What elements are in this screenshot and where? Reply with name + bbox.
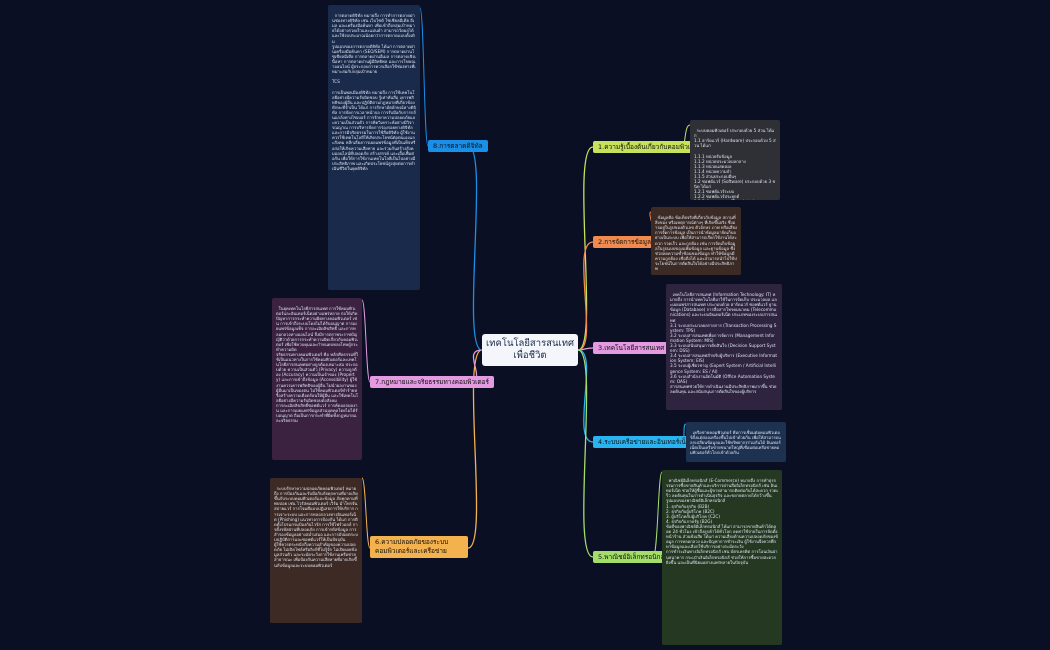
topic-information-technology[interactable]: 3.เทคโนโลยีสารสนเทศ <box>593 342 670 354</box>
link-n7 <box>361 299 371 383</box>
note-digital-marketing: การตลาดดิจิทัล หมายถึง การทำการตลาดผ่านช… <box>328 5 420 290</box>
note-text: ระบบคอมพิวเตอร์ ประกอบด้วย 5 ส่วน ได้แก่… <box>694 128 776 200</box>
note-data-management: ข้อมูลคือ ข้อเท็จจริงที่เกี่ยวกับข้อมูล … <box>651 207 741 275</box>
topic-label: 7.กฎหมายและจริยธรรมทางคอมพิวเตอร์ <box>375 378 489 386</box>
link-t2 <box>577 241 594 351</box>
central-topic[interactable]: เทคโนโลยีสารสนเทศเพื่อชีวิต <box>482 334 578 366</box>
topic-label: 8.การตลาดดิจิทัล <box>433 142 483 150</box>
topic-data-management[interactable]: 2.การจัดการข้อมูล <box>593 236 656 248</box>
note-text: ข้อมูลคือ ข้อเท็จจริงที่เกี่ยวกับข้อมูล … <box>655 215 739 272</box>
topic-label: 3.เทคโนโลยีสารสนเทศ <box>598 344 665 352</box>
note-text: การตลาดดิจิทัล หมายถึง การทำการตลาดผ่านช… <box>332 13 416 171</box>
topic-label: 2.การจัดการข้อมูล <box>598 238 651 246</box>
topic-label: 4.ระบบเครือข่ายและอินเทอร์เน็ต <box>598 438 691 446</box>
link-n8 <box>419 7 429 147</box>
note-information-technology: เทคโนโลยีสารสนเทศ (Information Technolog… <box>666 284 782 410</box>
note-text: ในยุคเทคโนโลยีสารสนเทศ การใช้คอมพิวเตอร์… <box>276 306 358 424</box>
link-n5 <box>652 471 663 558</box>
link-t1 <box>577 146 594 351</box>
topic-network-internet[interactable]: 4.ระบบเครือข่ายและอินเทอร์เน็ต <box>593 436 696 448</box>
note-text: เทคโนโลยีสารสนเทศ (Information Technolog… <box>670 292 778 394</box>
topic-computer-basics[interactable]: 1.ความรู้เบื้องต้นเกี่ยวกับคอมพิวเตอร์ <box>593 141 707 153</box>
note-computer-security: ระบบรักษาความปลอดภัยคอมพิวเตอร์ หมายถึง … <box>270 478 362 623</box>
central-topic-title: เทคโนโลยีสารสนเทศเพื่อชีวิต <box>485 338 575 361</box>
topic-label: 5.พาณิชย์อิเล็กทรอนิกส์ <box>598 553 665 561</box>
topic-computer-security[interactable]: 6.ความปลอดภัยของระบบคอมพิวเตอร์และเครือข… <box>370 536 468 558</box>
topic-e-commerce[interactable]: 5.พาณิชย์อิเล็กทรอนิกส์ <box>593 551 670 563</box>
note-law-ethics: ในยุคเทคโนโลยีสารสนเทศ การใช้คอมพิวเตอร์… <box>272 298 362 460</box>
note-text: เครือข่ายคอมพิวเตอร์ คือการเชื่อมต่อคอมพ… <box>690 430 781 456</box>
topic-law-ethics[interactable]: 7.กฎหมายและจริยธรรมทางคอมพิวเตอร์ <box>370 376 494 388</box>
topic-label: 1.ความรู้เบื้องต้นเกี่ยวกับคอมพิวเตอร์ <box>598 143 702 151</box>
note-computer-basics: ระบบคอมพิวเตอร์ ประกอบด้วย 5 ส่วน ได้แก่… <box>690 120 780 200</box>
link-t4 <box>577 349 594 443</box>
note-text: พาณิชย์อิเล็กทรอนิกส์ (E-Commerce) หมายถ… <box>666 478 778 565</box>
link-n6 <box>361 477 371 549</box>
note-e-commerce: พาณิชย์อิเล็กทรอนิกส์ (E-Commerce) หมายถ… <box>662 470 782 645</box>
note-network-internet: เครือข่ายคอมพิวเตอร์ คือการเชื่อมต่อคอมพ… <box>686 422 786 462</box>
link-t8 <box>467 145 483 351</box>
link-t5 <box>577 349 594 558</box>
topic-digital-marketing[interactable]: 8.การตลาดดิจิทัล <box>428 140 488 152</box>
note-text: ระบบรักษาความปลอดภัยคอมพิวเตอร์ หมายถึง … <box>274 486 358 568</box>
topic-label: 6.ความปลอดภัยของระบบคอมพิวเตอร์และเครือข… <box>375 538 449 555</box>
link-t6 <box>467 349 483 549</box>
